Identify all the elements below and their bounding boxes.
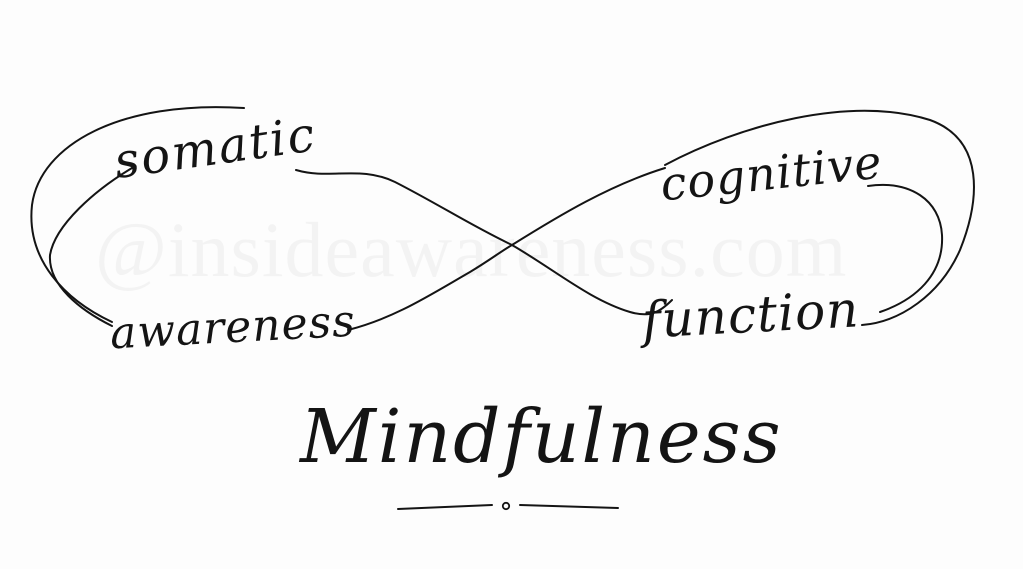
infinity-bottom-left-to-center <box>347 244 513 331</box>
infinity-center-to-top-right <box>511 167 666 246</box>
divider-left <box>397 504 493 510</box>
infinity-left-inner-stroke <box>48 167 133 327</box>
divider-dot <box>501 501 511 511</box>
infinity-right-outer-stroke <box>664 109 975 326</box>
infinity-left-outer-stroke <box>30 106 245 323</box>
word-function: function <box>640 280 861 350</box>
infinity-top-left-to-center <box>295 169 513 246</box>
infinity-center-to-bottom-right <box>511 244 673 316</box>
word-awareness: awareness <box>108 295 357 360</box>
divider-right <box>519 504 619 509</box>
infinity-right-inner-stroke <box>867 184 944 313</box>
title-mindfulness: Mindfulness <box>300 394 783 480</box>
